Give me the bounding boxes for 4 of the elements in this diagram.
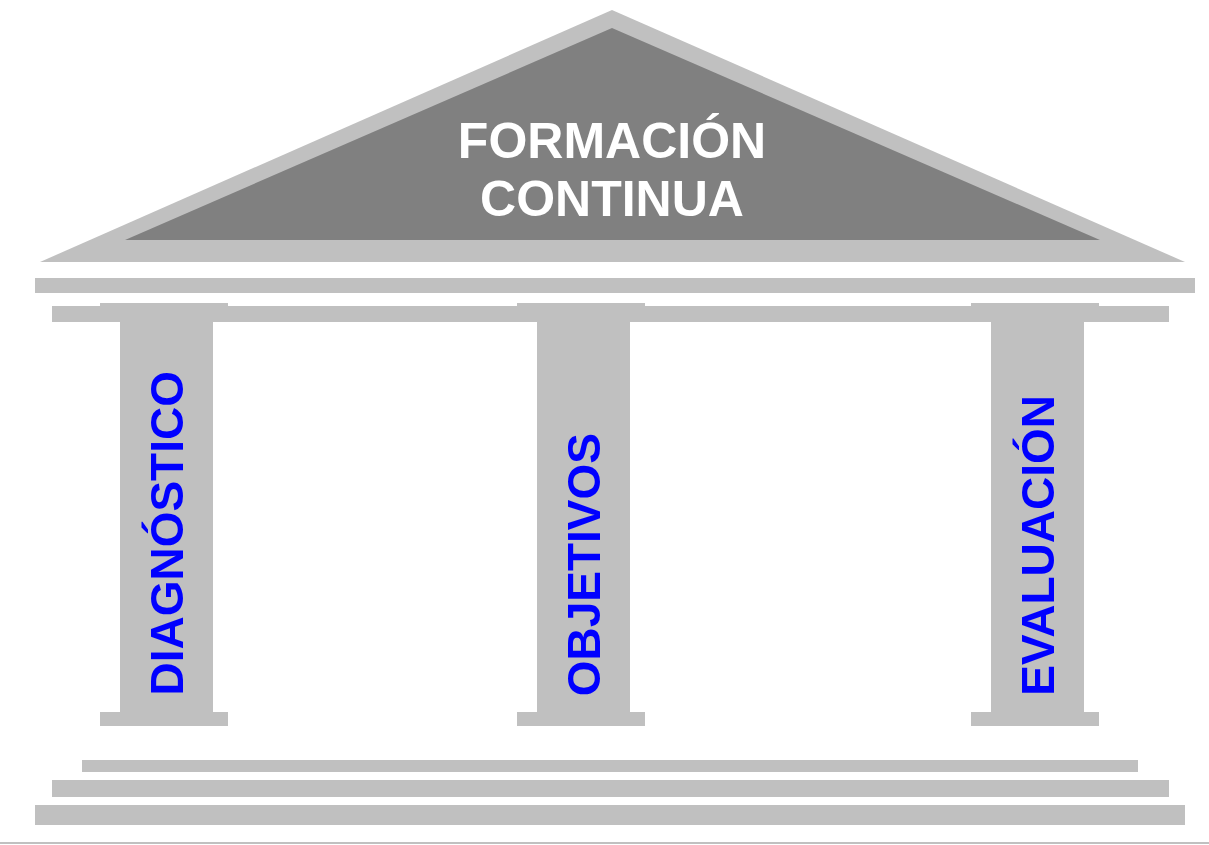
roof-title: FORMACIÓN CONTINUA [456, 112, 768, 228]
pillar-label: OBJETIVOS [557, 432, 610, 696]
pillar-label: DIAGNÓSTICO [140, 371, 193, 696]
pillar-label: EVALUACIÓN [1011, 395, 1064, 696]
